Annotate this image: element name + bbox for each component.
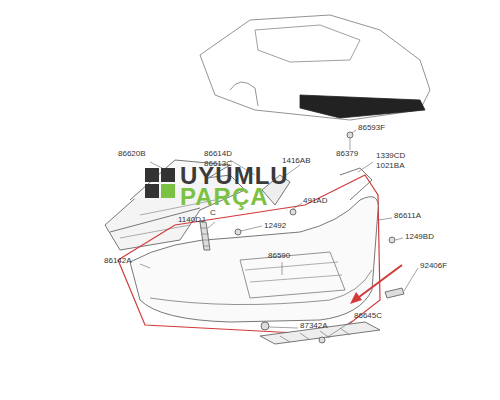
callout-number: 1339CD xyxy=(376,152,405,160)
callout-number: C xyxy=(210,209,216,217)
callout-number: 92406F xyxy=(420,262,447,270)
callout-number: 12492 xyxy=(264,222,286,230)
callout-number: 86590 xyxy=(268,252,290,260)
callout-number: 86593F xyxy=(358,124,385,132)
callout-number: 491AD xyxy=(303,197,327,205)
callout-number: 86142A xyxy=(104,257,132,265)
callout-number: 1140DJ xyxy=(178,216,205,224)
callout-number: 86379 xyxy=(336,150,358,158)
callout-number: 86620B xyxy=(118,150,146,158)
callout-number: 86645C xyxy=(354,312,382,320)
callout-number: 1249BD xyxy=(405,233,434,241)
callout-number: 86614D xyxy=(204,150,232,158)
callout-number: 1021BA xyxy=(376,162,404,170)
callout-number: 87342A xyxy=(300,322,328,330)
callout-number: 86611A xyxy=(394,212,421,220)
watermark: PARÇA xyxy=(180,185,269,209)
